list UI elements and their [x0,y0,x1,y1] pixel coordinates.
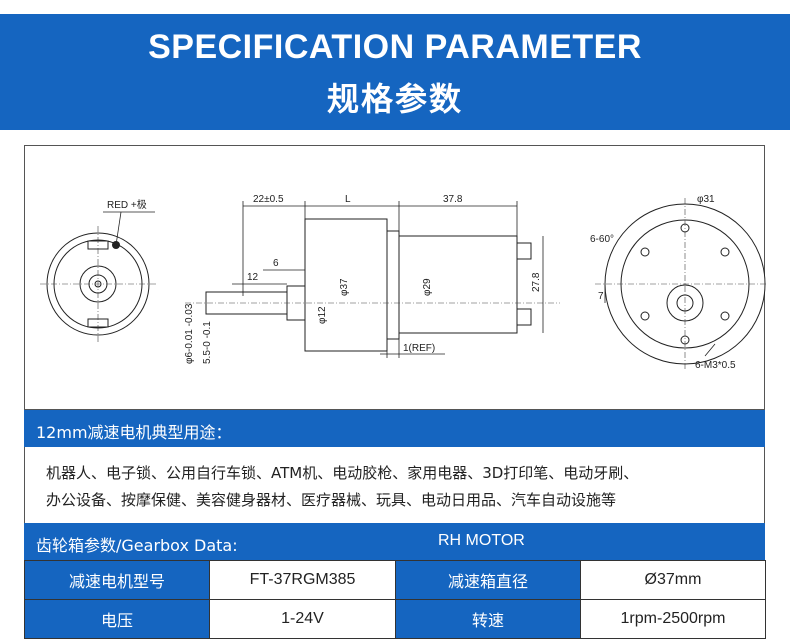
uses-title: 12mm减速电机典型用途： [36,423,232,442]
spec-value: Ø37mm [580,560,766,600]
uses-list: 机器人、电子锁、公用自行车锁、ATM机、电动胶枪、家用电器、3D打印笔、电动牙刷… [24,447,765,523]
brand-name: RH MOTOR [438,532,525,549]
dim-22: 22±0.5 [253,194,284,205]
dim-shaft-flat: 5.5-0 -0.1 [202,321,213,364]
dim-27-8: 27.8 [531,272,542,292]
page-header: SPECIFICATION PARAMETER 规格参数 [0,14,790,130]
side-view: 22±0.5 L 37.8 12 6 φ12 φ37 φ29 27.8 1(RE… [184,194,560,364]
dim-37-8: 37.8 [443,194,463,205]
gearbox-title-bar: 齿轮箱参数/Gearbox Data: RH MOTOR [24,523,765,560]
front-view: 7 6-60° φ31 6-M3*0.5 [590,194,766,371]
spec-key: 电压 [24,599,210,639]
red-polarity-label: RED +极 [107,198,147,211]
spec-value: 1-24V [209,599,396,639]
table-row: 电压 1-24V 转速 1rpm-2500rpm [24,599,766,639]
title-chinese: 规格参数 [326,80,463,118]
dim-shaft-diameter: φ6-0.01 -0.03 [184,303,195,364]
spec-key: 减速电机型号 [24,560,210,600]
dim-L: L [345,194,351,205]
dim-6: 6 [273,258,279,269]
dim-m3: 6-M3*0.5 [695,360,736,371]
motor-drawing-svg: RED +极 22±0.5 L 37.8 12 6 [40,194,766,371]
spec-value: 1rpm-2500rpm [580,599,766,639]
technical-drawing: RED +极 22±0.5 L 37.8 12 6 [24,145,766,410]
dim-phi31: φ31 [697,194,715,205]
uses-line-1: 机器人、电子锁、公用自行车锁、ATM机、电动胶枪、家用电器、3D打印笔、电动牙刷… [46,464,639,482]
dim-ref: 1(REF) [403,343,435,354]
dim-phi37: φ37 [339,278,350,296]
gearbox-label: 齿轮箱参数/Gearbox Data: [36,536,238,555]
uses-line-2: 办公设备、按摩保健、美容健身器材、医疗器械、玩具、电动日用品、汽车自动设施等 [46,491,617,509]
table-row: 减速电机型号 FT-37RGM385 减速箱直径 Ø37mm [24,560,766,600]
rear-view: RED +极 [40,198,156,342]
spec-key: 减速箱直径 [395,560,581,600]
dim-7: 7 [598,291,604,302]
spec-table: 减速电机型号 FT-37RGM385 减速箱直径 Ø37mm 电压 1-24V … [24,560,766,639]
dim-12: 12 [247,272,259,283]
uses-title-bar: 12mm减速电机典型用途： [24,410,765,447]
dim-phi29: φ29 [422,278,433,296]
dim-phi12: φ12 [317,306,328,324]
dim-angle: 6-60° [590,234,614,245]
spec-key: 转速 [395,599,581,639]
spec-value: FT-37RGM385 [209,560,396,600]
title-english: SPECIFICATION PARAMETER [148,28,642,66]
